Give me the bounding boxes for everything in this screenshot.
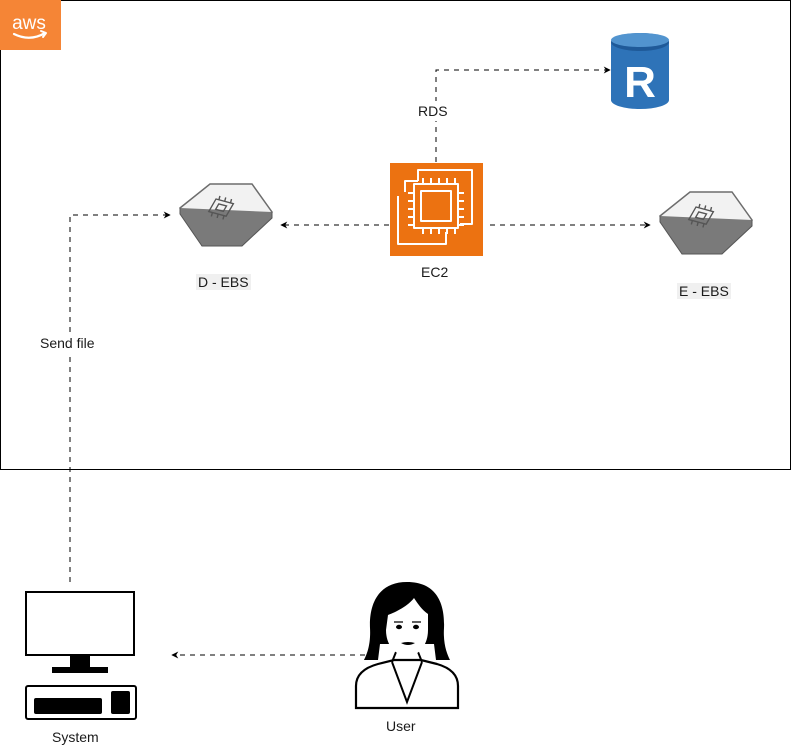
woman-user-icon[interactable] — [354, 582, 460, 710]
rds-edge-label: RDS — [415, 101, 451, 121]
rds-letter: R — [624, 58, 656, 107]
rds-database-icon[interactable]: R — [611, 33, 669, 109]
e-ebs-label: E - EBS — [677, 283, 731, 299]
e-ebs-volume-icon[interactable] — [658, 191, 754, 255]
ec2-chip-icon[interactable] — [390, 163, 483, 256]
system-label: System — [52, 729, 99, 745]
aws-logo-icon: aws — [0, 0, 61, 50]
aws-logo-text: aws — [12, 13, 46, 34]
send-file-edge-label: Send file — [37, 333, 98, 353]
user-label: User — [386, 718, 416, 734]
d-ebs-volume-icon[interactable] — [178, 183, 274, 247]
desktop-computer-icon[interactable] — [25, 591, 137, 720]
aws-cloud-group — [0, 0, 791, 470]
d-ebs-label: D - EBS — [196, 274, 251, 290]
edge-system-to-d-ebs — [69, 211, 171, 582]
edge-ec2-to-rds — [435, 66, 611, 162]
connector-lines — [69, 66, 651, 659]
ec2-label: EC2 — [421, 264, 449, 280]
